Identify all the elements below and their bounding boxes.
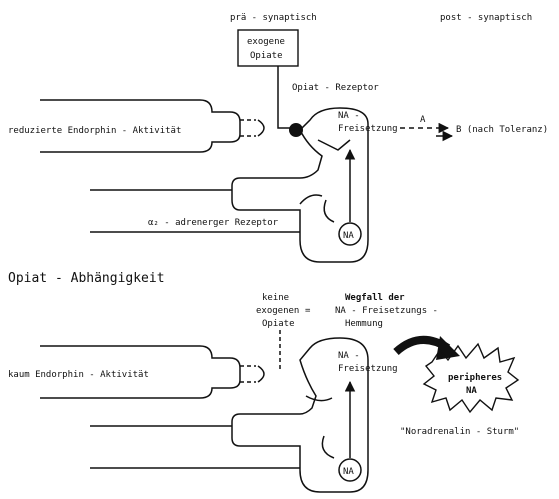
keine-label-1: keine <box>262 293 289 303</box>
bottom-na-freisetzung-label-2: Freisetzung <box>338 364 398 374</box>
top-na-inner-curve <box>317 139 351 223</box>
top-na-freisetzung-label-1: NA - <box>338 111 360 121</box>
bottom-na-vesicle-label: NA <box>343 467 354 477</box>
opiate-binding-line <box>277 66 290 129</box>
keine-label-3: Opiate <box>262 319 295 329</box>
peripheres-label-2: NA <box>466 386 477 396</box>
wegfall-label-2: NA - Freisetzungs - <box>335 306 438 316</box>
kaum-endorphin-label: kaum Endorphin - Aktivität <box>8 370 149 380</box>
big-curved-arrowhead <box>436 336 460 360</box>
alpha2-rezeptor-label: α₂ - adrenerger Rezeptor <box>148 218 279 228</box>
nach-toleranz-label: B (nach Toleranz) <box>456 125 548 135</box>
bottom-na-freisetzung-label-1: NA - <box>338 351 360 361</box>
reduzierte-endorphin-label: reduzierte Endorphin - Aktivität <box>8 126 181 136</box>
top-upper-receptor-cup <box>257 119 265 137</box>
peripheres-na-burst <box>422 342 520 414</box>
top-upper-terminal-dashed <box>240 119 256 137</box>
keine-label-2: exogenen <box>256 306 299 316</box>
bottom-na-neuron <box>231 337 369 493</box>
peripheres-label-1: peripheres <box>448 372 502 383</box>
top-panel: prä - synaptisch post - synaptisch exoge… <box>8 13 548 263</box>
exogene-opiate-label-2: Opiate <box>250 51 283 61</box>
exogene-opiate-box <box>237 29 299 67</box>
noradrenalin-sturm-label: "Noradrenalin - Sturm" <box>400 427 519 437</box>
opiat-abhaengigkeit-heading: Opiat - Abhängigkeit <box>8 271 165 286</box>
exogene-opiate-label-1: exogene <box>247 37 285 47</box>
top-na-neuron <box>231 107 369 263</box>
prae-synaptisch-label: prä - synaptisch <box>230 13 317 23</box>
equals-sign: = <box>305 306 311 316</box>
post-synaptisch-label: post - synaptisch <box>440 13 532 23</box>
top-lower-axon <box>90 189 300 233</box>
wegfall-label-3: Hemmung <box>345 319 383 329</box>
bottom-lower-axon <box>90 425 300 469</box>
bottom-na-inner-curve <box>305 395 335 459</box>
opiat-rezeptor-label: Opiat - Rezeptor <box>292 83 379 93</box>
top-na-freisetzung-label-2: Freisetzung <box>338 124 398 134</box>
arrow-a-label: A <box>420 115 426 125</box>
top-upper-axon <box>40 99 241 153</box>
opiate-receptor-dot <box>289 123 303 137</box>
bottom-na-vesicle <box>338 458 362 482</box>
bottom-panel: keine exogenen Opiate = Wegfall der NA -… <box>8 293 520 493</box>
top-na-vesicle-label: NA <box>343 231 354 241</box>
bottom-upper-receptor-cup <box>257 365 265 383</box>
top-na-vesicle <box>338 222 362 246</box>
bottom-upper-terminal-dashed <box>240 365 256 383</box>
wegfall-label-1: Wegfall der <box>345 293 405 303</box>
top-alpha-receptor-curve <box>299 194 323 205</box>
bottom-upper-axon <box>40 345 241 399</box>
